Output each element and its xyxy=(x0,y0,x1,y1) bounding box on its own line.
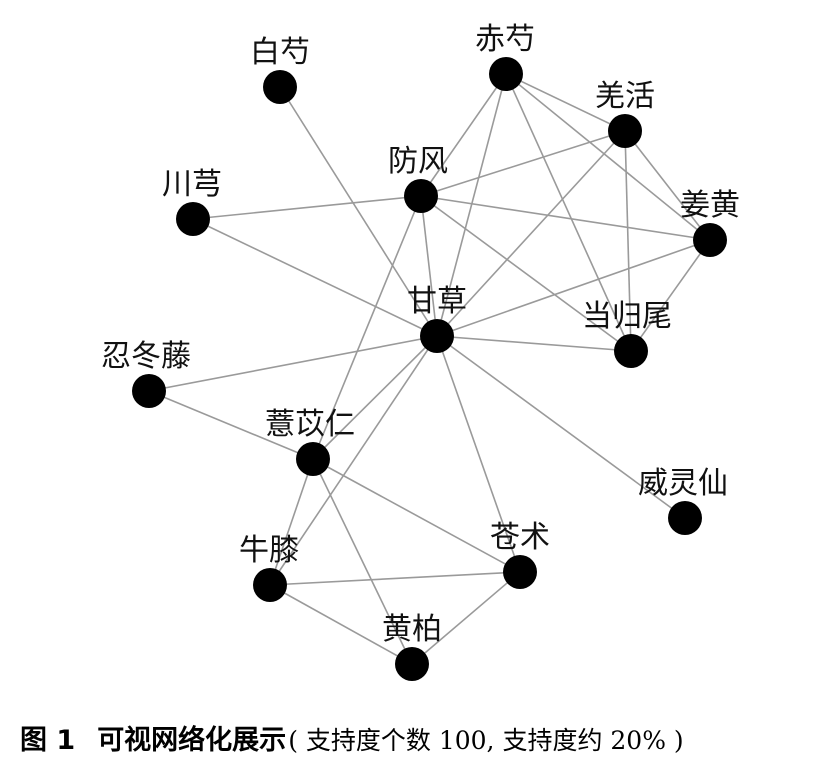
node-label-huangbai: 黄柏 xyxy=(382,612,442,647)
edge-fangfeng-gancao xyxy=(420,195,438,337)
edge-gancao-niuxi xyxy=(269,335,438,586)
network-diagram: 白芍 赤芍羌活防风川芎姜黄甘草 当归尾忍冬藤薏苡仁威灵仙牛膝 苍术黄柏 xyxy=(101,22,740,681)
node-layer xyxy=(132,57,727,681)
node-label-yiyiren: 薏苡仁 xyxy=(265,407,355,442)
edge-jianghuang-gancao xyxy=(436,239,711,337)
node-fangfeng xyxy=(404,179,438,213)
caption-title: 可视网络化展示 xyxy=(97,725,287,756)
node-label-fangfeng: 防风 xyxy=(388,144,448,179)
node-label-gancao: 甘草 xyxy=(407,284,467,319)
caption-figure-number: 图 1 xyxy=(20,725,76,756)
edge-qianghuo-gancao xyxy=(436,130,626,337)
node-baishao xyxy=(263,70,297,104)
edge-chuanxiong-fangfeng xyxy=(192,195,422,220)
node-label-baishao: 白芍 xyxy=(250,35,310,70)
node-qianghuo xyxy=(608,114,642,148)
edge-niuxi-huangbai xyxy=(269,584,413,665)
node-chuanxiong xyxy=(176,202,210,236)
node-cangzhu xyxy=(503,555,537,589)
node-niuxi xyxy=(253,568,287,602)
node-label-jianghuang: 姜黄 xyxy=(680,188,740,223)
node-gancao xyxy=(420,319,454,353)
edge-qianghuo-jianghuang xyxy=(624,130,711,241)
edge-gancao-yiyiren xyxy=(312,335,438,460)
edge-fangfeng-dangguiwei xyxy=(420,195,632,352)
edge-chishao-gancao xyxy=(436,73,507,337)
node-label-weilingxian: 威灵仙 xyxy=(638,466,728,501)
edge-niuxi-cangzhu xyxy=(269,571,521,586)
edge-layer xyxy=(148,73,711,665)
figure-caption: 图 1 可视网络化展示( 支持度个数 100, 支持度约 20% ) xyxy=(20,724,684,758)
edge-rendongteng-yiyiren xyxy=(148,390,314,460)
edge-gancao-dangguiwei xyxy=(436,335,632,352)
node-label-rendongteng: 忍冬藤 xyxy=(101,339,191,374)
edge-yiyiren-cangzhu xyxy=(312,458,521,573)
node-rendongteng xyxy=(132,374,166,408)
node-label-cangzhu: 苍术 xyxy=(490,520,550,555)
edge-chishao-dangguiwei xyxy=(505,73,632,352)
node-label-chishao: 赤芍 xyxy=(475,22,535,57)
edge-chishao-fangfeng xyxy=(420,73,507,197)
caption-note: ( 支持度个数 100, 支持度约 20% ) xyxy=(288,726,684,755)
edge-qianghuo-dangguiwei xyxy=(624,130,632,352)
node-label-niuxi: 牛膝 xyxy=(239,533,299,568)
edge-gancao-cangzhu xyxy=(436,335,521,573)
node-chishao xyxy=(489,57,523,91)
edge-yiyiren-niuxi xyxy=(269,458,314,586)
node-yiyiren xyxy=(296,442,330,476)
node-dangguiwei xyxy=(614,334,648,368)
edge-yiyiren-huangbai xyxy=(312,458,413,665)
edge-cangzhu-huangbai xyxy=(411,571,521,665)
node-label-chuanxiong: 川芎 xyxy=(162,167,222,202)
node-weilingxian xyxy=(668,501,702,535)
edge-fangfeng-yiyiren xyxy=(312,195,422,460)
edge-gancao-rendongteng xyxy=(148,335,438,392)
edge-chishao-jianghuang xyxy=(505,73,711,241)
edge-fangfeng-jianghuang xyxy=(420,195,711,241)
edge-qianghuo-fangfeng xyxy=(420,130,626,197)
edge-baishao-gancao xyxy=(279,86,438,337)
edge-chishao-qianghuo xyxy=(505,73,626,132)
node-label-dangguiwei: 当归尾 xyxy=(582,299,672,334)
edge-gancao-weilingxian xyxy=(436,335,686,519)
edge-jianghuang-dangguiwei xyxy=(630,239,711,352)
node-jianghuang xyxy=(693,223,727,257)
node-huangbai xyxy=(395,647,429,681)
node-label-qianghuo: 羌活 xyxy=(595,79,655,114)
edge-chuanxiong-gancao xyxy=(192,218,438,337)
